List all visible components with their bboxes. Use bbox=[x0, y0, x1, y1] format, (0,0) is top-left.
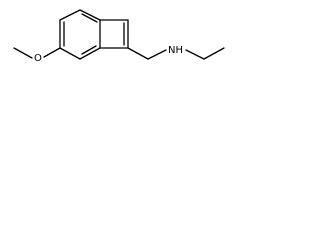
cyclobutene-ring bbox=[99, 19, 129, 49]
chain-bond-ch2-n bbox=[147, 49, 167, 60]
ring-bond-top-left bbox=[79, 9, 101, 21]
chain-bond-n-ch2 bbox=[185, 49, 205, 60]
methoxy-group: O bbox=[13, 47, 61, 64]
ring-bond-bottom-left bbox=[59, 47, 81, 60]
methoxy-bond-o-methyl bbox=[13, 47, 33, 59]
ring-bond-bottom-right-inner bbox=[81, 45, 97, 55]
ring-bond-bottom-right bbox=[79, 47, 101, 60]
chain-bond-ch2-ch3 bbox=[203, 47, 225, 60]
ring-bond-top-left-2 bbox=[59, 9, 81, 21]
ring-bond-top-left-inner bbox=[81, 13, 98, 23]
chain-bond-ring-ch2 bbox=[127, 47, 149, 60]
molecule-structure: O NH bbox=[13, 9, 225, 64]
nitrogen-atom-label: NH bbox=[168, 45, 183, 56]
oxygen-atom-label: O bbox=[34, 53, 42, 64]
methoxy-bond-ring-o bbox=[43, 47, 61, 58]
ethylaminomethyl-chain: NH bbox=[127, 45, 225, 60]
benzene-ring bbox=[59, 9, 101, 60]
